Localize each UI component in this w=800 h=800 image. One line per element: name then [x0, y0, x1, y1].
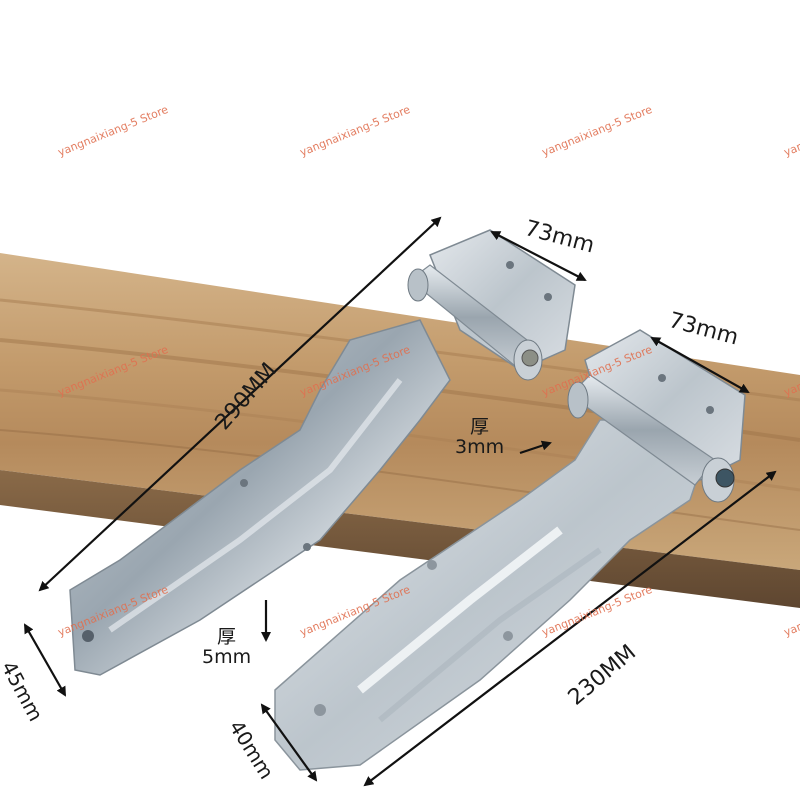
- arrow-230mm: [363, 470, 777, 787]
- label-thickness-5mm: 厚 5mm: [202, 626, 252, 668]
- label-thickness-3mm: 厚 3mm: [455, 416, 505, 458]
- thickness-value: 5mm: [202, 645, 252, 668]
- thickness-char: 厚: [217, 626, 237, 648]
- arrow-73mm-top: [490, 231, 587, 281]
- arrow-45mm: [24, 623, 66, 697]
- arrow-40mm: [260, 703, 318, 782]
- thickness-value: 3mm: [455, 435, 505, 458]
- arrow-73mm-right: [650, 337, 750, 393]
- arrow-3mm: [519, 440, 552, 455]
- arrow-290mm: [38, 216, 442, 592]
- dimension-arrows: [24, 216, 777, 787]
- thickness-char: 厚: [470, 416, 490, 438]
